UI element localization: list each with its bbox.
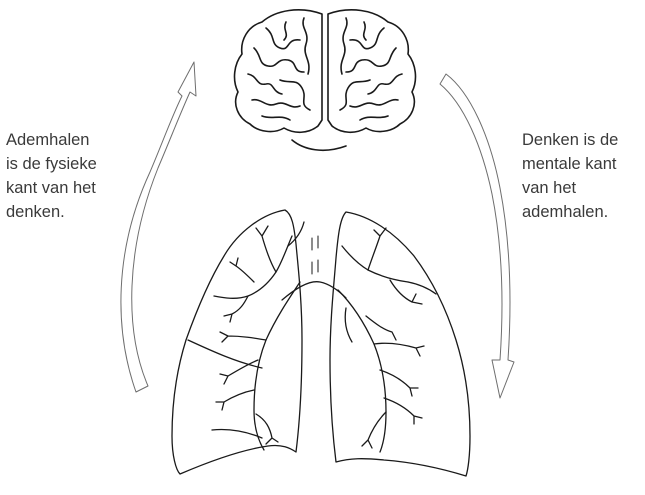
- caption-right-line-4: ademhalen.: [522, 203, 609, 221]
- caption-right: Denken is de mentale kant van het ademha…: [522, 128, 618, 224]
- caption-left-line-3: kant van het: [6, 179, 96, 197]
- lungs-icon: [171, 209, 471, 477]
- caption-left-line-2: is de fysieke: [6, 155, 97, 173]
- caption-left: Ademhalen is de fysieke kant van het den…: [6, 128, 97, 224]
- curved-arrow-up-icon: [120, 61, 197, 393]
- caption-right-line-1: Denken is de: [522, 131, 619, 149]
- caption-left-line-4: denken.: [6, 203, 65, 221]
- curved-arrow-down-icon: [439, 73, 515, 399]
- caption-right-line-3: van het: [522, 179, 577, 197]
- caption-right-line-2: mentale kant: [522, 155, 617, 173]
- caption-left-line-1: Ademhalen: [6, 131, 90, 149]
- brain-icon: [233, 9, 417, 152]
